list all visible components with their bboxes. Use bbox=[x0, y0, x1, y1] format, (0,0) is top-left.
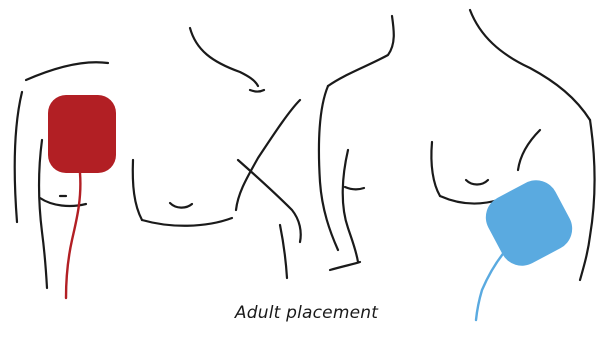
left-figure-right-arm-lower bbox=[280, 225, 287, 278]
left-nipple-mark bbox=[170, 203, 192, 208]
right-arm-inner-outline bbox=[343, 150, 358, 262]
left-torso-figure bbox=[15, 28, 301, 298]
anterior-pad-red bbox=[48, 95, 116, 173]
left-chest-side-outline bbox=[236, 100, 300, 210]
right-sternum-outline bbox=[431, 142, 440, 196]
left-shoulder-outline bbox=[26, 62, 108, 80]
left-clavicle-mark bbox=[250, 90, 264, 92]
left-figure-right-arm-outline bbox=[238, 160, 301, 242]
left-arm-outline bbox=[15, 92, 22, 222]
right-torso-bottom-outline bbox=[440, 196, 498, 203]
right-back-side-outline bbox=[319, 86, 338, 250]
right-neck-outline bbox=[470, 10, 590, 120]
right-outer-arm-outline bbox=[580, 120, 595, 280]
left-neck-outline bbox=[190, 28, 258, 86]
right-nipple-mark bbox=[466, 180, 488, 185]
caption-adult-placement: Adult placement bbox=[0, 303, 613, 323]
anterior-pad-lead-wire bbox=[66, 173, 80, 298]
right-arm-lower-outline bbox=[330, 262, 360, 270]
right-back-outline bbox=[328, 16, 394, 86]
left-torso-bottom-outline bbox=[142, 218, 232, 226]
right-chest-side-outline bbox=[518, 130, 540, 170]
left-arm-inner-outline bbox=[39, 140, 47, 288]
left-sternum-outline bbox=[133, 160, 142, 220]
right-armpit-mark bbox=[345, 187, 364, 189]
right-torso-figure bbox=[319, 10, 595, 320]
posterior-pad-blue bbox=[478, 172, 580, 273]
